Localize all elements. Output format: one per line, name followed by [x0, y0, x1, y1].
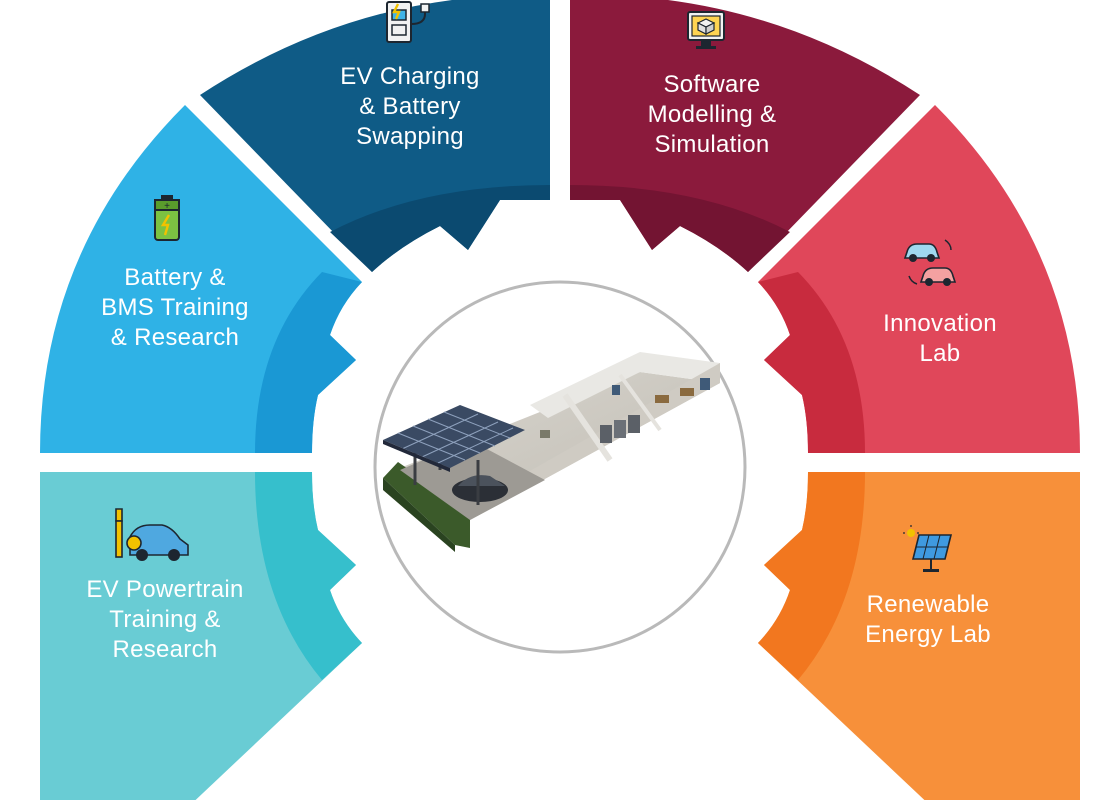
- label-line: Software: [663, 71, 760, 98]
- center-hub: [362, 269, 758, 665]
- battery-icon: +: [154, 195, 180, 241]
- label-software-modelling: Software Modelling & Simulation: [648, 71, 777, 158]
- label-line: & Research: [111, 324, 239, 351]
- label-line: Battery &: [124, 264, 225, 291]
- label-innovation-lab: Innovation Lab: [883, 310, 997, 367]
- segment-renewable-energy[interactable]: [758, 472, 1080, 800]
- label-line: & Battery: [359, 93, 460, 120]
- segment-renewable-energy-inner-band: [758, 472, 865, 680]
- segment-software-modelling-inner-band: [570, 185, 790, 272]
- label-line: Modelling &: [648, 101, 777, 128]
- label-line: Training &: [109, 606, 221, 633]
- label-ev-charging: EV Charging & Battery Swapping: [340, 63, 479, 150]
- label-line: Lab: [920, 340, 961, 367]
- segment-battery-bms-inner-band: [255, 272, 362, 453]
- label-line: Innovation: [883, 310, 997, 337]
- ev-charger-icon: [386, 1, 430, 43]
- segment-software-modelling[interactable]: [570, 0, 920, 272]
- ev-lab-facility-image: [383, 352, 720, 552]
- label-ev-powertrain: EV Powertrain Training & Research: [86, 576, 243, 663]
- segment-ev-charging[interactable]: [200, 0, 550, 272]
- label-renewable-energy: Renewable Energy Lab: [865, 591, 991, 648]
- label-line: Simulation: [654, 131, 769, 158]
- solar-panel-icon: [903, 525, 953, 572]
- label-line: EV Powertrain: [86, 576, 243, 603]
- segment-ev-powertrain-inner-band: [255, 472, 362, 680]
- computer-cube-icon: [687, 11, 725, 49]
- label-line: BMS Training: [101, 294, 249, 321]
- label-line: EV Charging: [340, 63, 479, 90]
- label-line: Swapping: [356, 123, 464, 150]
- segment-battery-bms[interactable]: [40, 105, 362, 453]
- segment-ev-charging-inner-band: [330, 185, 550, 272]
- label-battery-bms: Battery & BMS Training & Research: [101, 264, 249, 351]
- segment-innovation-lab[interactable]: [758, 105, 1080, 453]
- label-line: Research: [112, 636, 217, 663]
- svg-text:+: +: [164, 201, 170, 212]
- connected-cars-icon: [903, 239, 957, 286]
- car-wrench-icon: [115, 508, 189, 561]
- segment-innovation-lab-inner-band: [758, 272, 865, 453]
- label-line: Energy Lab: [865, 621, 991, 648]
- label-line: Renewable: [867, 591, 990, 618]
